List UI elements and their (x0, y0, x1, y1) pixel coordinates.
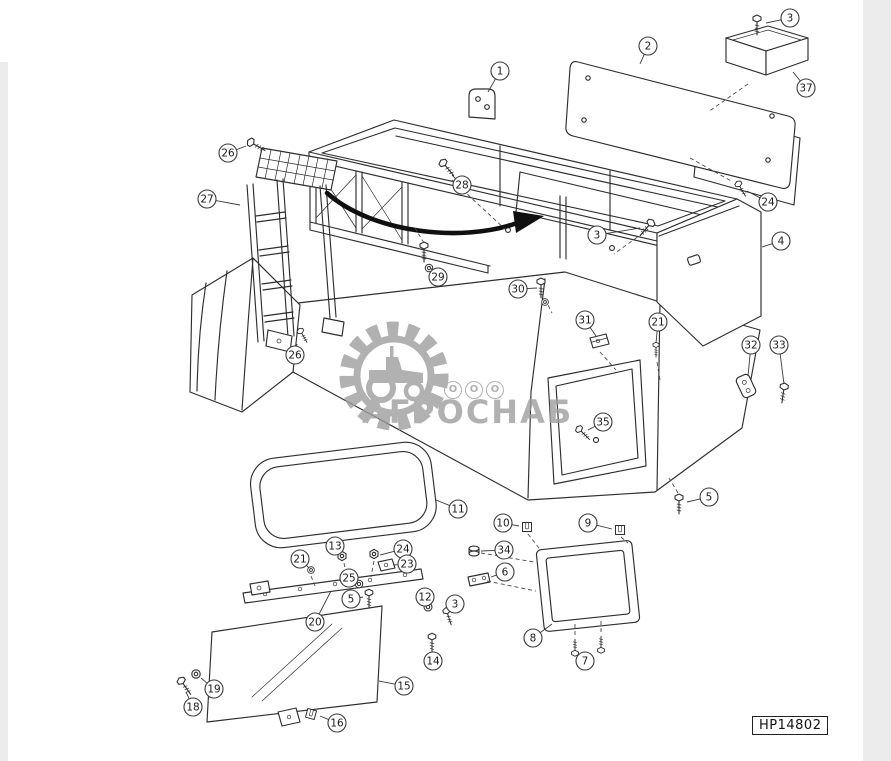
svg-text:3: 3 (787, 13, 794, 25)
svg-text:3: 3 (452, 599, 459, 611)
svg-text:25: 25 (342, 573, 355, 585)
svg-text:29: 29 (431, 272, 444, 284)
callout-20: 20 (305, 590, 332, 632)
svg-text:5: 5 (706, 492, 713, 504)
svg-text:32: 32 (744, 340, 757, 352)
svg-text:14: 14 (426, 656, 440, 668)
svg-text:7: 7 (582, 656, 589, 668)
callout-3: 3 (765, 8, 800, 28)
callout-5: 5 (686, 487, 719, 507)
svg-text:20: 20 (308, 617, 321, 629)
svg-text:9: 9 (585, 518, 592, 530)
svg-text:23: 23 (400, 559, 413, 571)
glass-panel (206, 605, 383, 727)
svg-text:10: 10 (496, 518, 509, 530)
callout-3: 3 (445, 594, 465, 614)
callout-24: 24 (379, 539, 413, 559)
svg-text:12: 12 (418, 592, 431, 604)
callout-5: 5 (341, 589, 364, 609)
svg-text:34: 34 (497, 545, 511, 557)
callout-30: 30 (508, 279, 538, 299)
svg-text:19: 19 (207, 684, 220, 696)
drawing-number-label: HP14802 (752, 716, 829, 735)
callout-26: 26 (285, 343, 305, 365)
callout-4: 4 (761, 231, 791, 251)
svg-text:18: 18 (186, 702, 199, 714)
retainer-strip (242, 568, 424, 604)
window-frame (249, 441, 437, 549)
callout-3: 3 (587, 225, 641, 245)
door-frame (535, 540, 641, 632)
callout-18: 18 (183, 691, 203, 717)
callout-37: 37 (792, 71, 816, 98)
svg-text:28: 28 (455, 180, 468, 192)
frame-bracket (468, 88, 496, 120)
svg-text:33: 33 (772, 340, 785, 352)
callout-11: 11 (435, 499, 468, 519)
side-panel (656, 198, 762, 347)
callout-13: 13 (325, 536, 345, 556)
svg-text:5: 5 (348, 594, 355, 606)
svg-text:26: 26 (221, 148, 235, 160)
callout-16: 16 (319, 713, 347, 733)
callout-10: 10 (493, 513, 520, 533)
callout-21: 21 (648, 312, 668, 344)
callout-15: 15 (378, 676, 414, 696)
callout-8: 8 (523, 623, 553, 648)
callout-6: 6 (490, 562, 515, 582)
callout-14: 14 (423, 649, 443, 671)
ladder (246, 147, 345, 353)
callout-19: 19 (200, 677, 224, 699)
svg-text:26: 26 (288, 350, 302, 362)
svg-text:8: 8 (530, 633, 537, 645)
callout-25: 25 (339, 568, 359, 588)
svg-text:1: 1 (497, 66, 504, 78)
svg-text:6: 6 (502, 567, 509, 579)
svg-text:21: 21 (293, 554, 306, 566)
svg-text:24: 24 (761, 197, 775, 209)
flow-arrow (324, 190, 544, 236)
svg-text:3: 3 (594, 230, 601, 242)
svg-text:16: 16 (330, 718, 344, 730)
callout-29: 29 (428, 265, 448, 287)
svg-text:35: 35 (596, 417, 609, 429)
svg-text:24: 24 (396, 544, 410, 556)
callout-1: 1 (487, 61, 510, 93)
svg-text:13: 13 (328, 541, 341, 553)
page-corner (0, 0, 66, 62)
svg-text:15: 15 (397, 681, 410, 693)
callout-24: 24 (746, 190, 778, 212)
callout-27: 27 (197, 189, 241, 209)
frame-interior (395, 135, 723, 257)
svg-text:2: 2 (645, 41, 652, 53)
callout-21: 21 (290, 549, 310, 569)
callout-35: 35 (587, 412, 613, 432)
callout-32: 32 (741, 335, 761, 377)
callout-9: 9 (578, 513, 613, 533)
callout-2: 2 (638, 36, 658, 65)
svg-text:11: 11 (451, 504, 464, 516)
callout-12: 12 (415, 587, 435, 607)
svg-text:27: 27 (200, 194, 213, 206)
fender (189, 257, 301, 413)
callout-33: 33 (769, 335, 789, 385)
callout-28: 28 (451, 174, 472, 195)
callout-26: 26 (218, 143, 247, 163)
callout-7: 7 (575, 651, 595, 671)
callout-23: 23 (392, 554, 417, 574)
callout-31: 31 (575, 310, 597, 337)
svg-text:30: 30 (511, 284, 524, 296)
small-brackets (377, 333, 757, 587)
callout-34: 34 (480, 540, 514, 560)
mounting-box (725, 25, 809, 76)
svg-text:37: 37 (799, 83, 812, 95)
rear-panel (565, 61, 796, 189)
svg-text:4: 4 (778, 236, 785, 248)
svg-text:31: 31 (578, 315, 591, 327)
svg-text:21: 21 (651, 317, 664, 329)
